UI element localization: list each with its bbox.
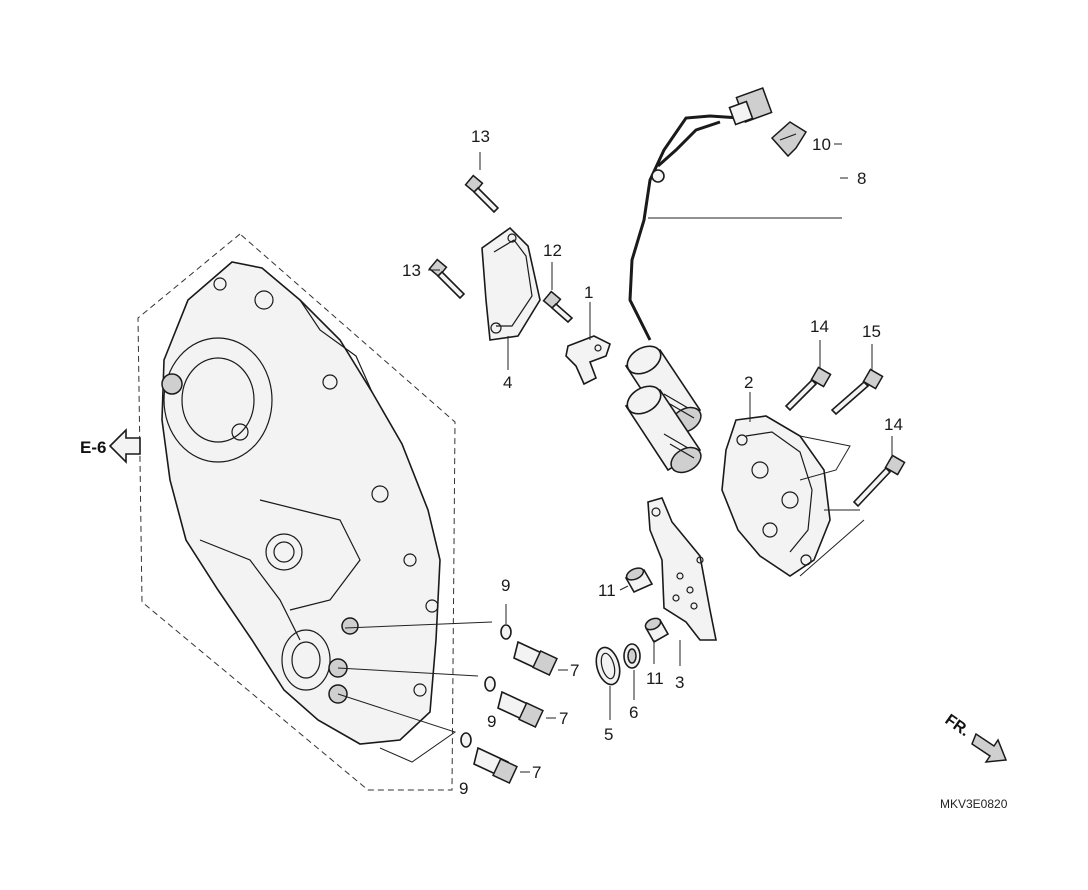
callout-15: 15 [862, 322, 881, 341]
gasket-5 [595, 646, 621, 686]
callout-9-upper: 9 [501, 576, 510, 595]
bolt-12 [542, 290, 574, 324]
callout-10: 10 [812, 135, 831, 154]
dowel-11-upper [624, 567, 654, 594]
callout-numbers: 1 2 3 4 5 6 7 7 7 8 9 9 9 10 11 11 12 13… [402, 127, 903, 798]
clip-10 [770, 121, 808, 158]
callout-9-lower: 9 [459, 779, 468, 798]
valve-body-2 [721, 415, 865, 577]
callout-7-middle: 7 [559, 709, 568, 728]
callout-7-lower: 7 [532, 763, 541, 782]
solenoid-valves [624, 345, 702, 474]
callout-5: 5 [604, 725, 613, 744]
callout-6: 6 [629, 703, 638, 722]
diagram-code: MKV3E0820 [940, 797, 1008, 811]
callout-12: 12 [543, 241, 562, 260]
callout-11-lower: 11 [646, 669, 664, 688]
callout-4: 4 [503, 373, 512, 392]
callout-11-upper: 11 [598, 581, 616, 600]
callout-14-lower: 14 [884, 415, 903, 434]
callout-3: 3 [675, 673, 684, 692]
filter-6 [623, 643, 641, 669]
bolt-14-lower [852, 454, 906, 508]
bolt-13-lower [428, 258, 466, 300]
bracket-1 [565, 335, 611, 386]
reference-arrow-e6: E-6 [80, 428, 141, 464]
sensor-lower [460, 732, 518, 784]
bolt-14-upper [784, 366, 832, 412]
cover-dashed-outline [137, 233, 456, 791]
separator-plate-3 [647, 497, 717, 641]
cover-plate-4 [481, 226, 541, 341]
sensor-upper [500, 624, 558, 676]
callout-14-upper: 14 [810, 317, 829, 336]
sensor-middle [484, 676, 544, 728]
front-direction-arrow: FR. [942, 711, 1008, 763]
bolt-15 [830, 368, 884, 416]
callout-1: 1 [584, 283, 593, 302]
callout-leaders [428, 143, 893, 773]
callout-7-upper: 7 [570, 661, 579, 680]
dowel-11-lower [644, 617, 670, 644]
bolt-13-upper [464, 174, 500, 214]
wire-harness-8 [628, 87, 842, 341]
callout-9-middle: 9 [487, 712, 496, 731]
callout-2: 2 [744, 373, 753, 392]
ref-label: E-6 [80, 438, 106, 457]
callout-13-lower: 13 [402, 261, 421, 280]
direction-label: FR. [942, 711, 973, 740]
sensor-leader-lines [337, 621, 493, 763]
callout-8: 8 [857, 169, 866, 188]
callout-13-upper: 13 [471, 127, 490, 146]
